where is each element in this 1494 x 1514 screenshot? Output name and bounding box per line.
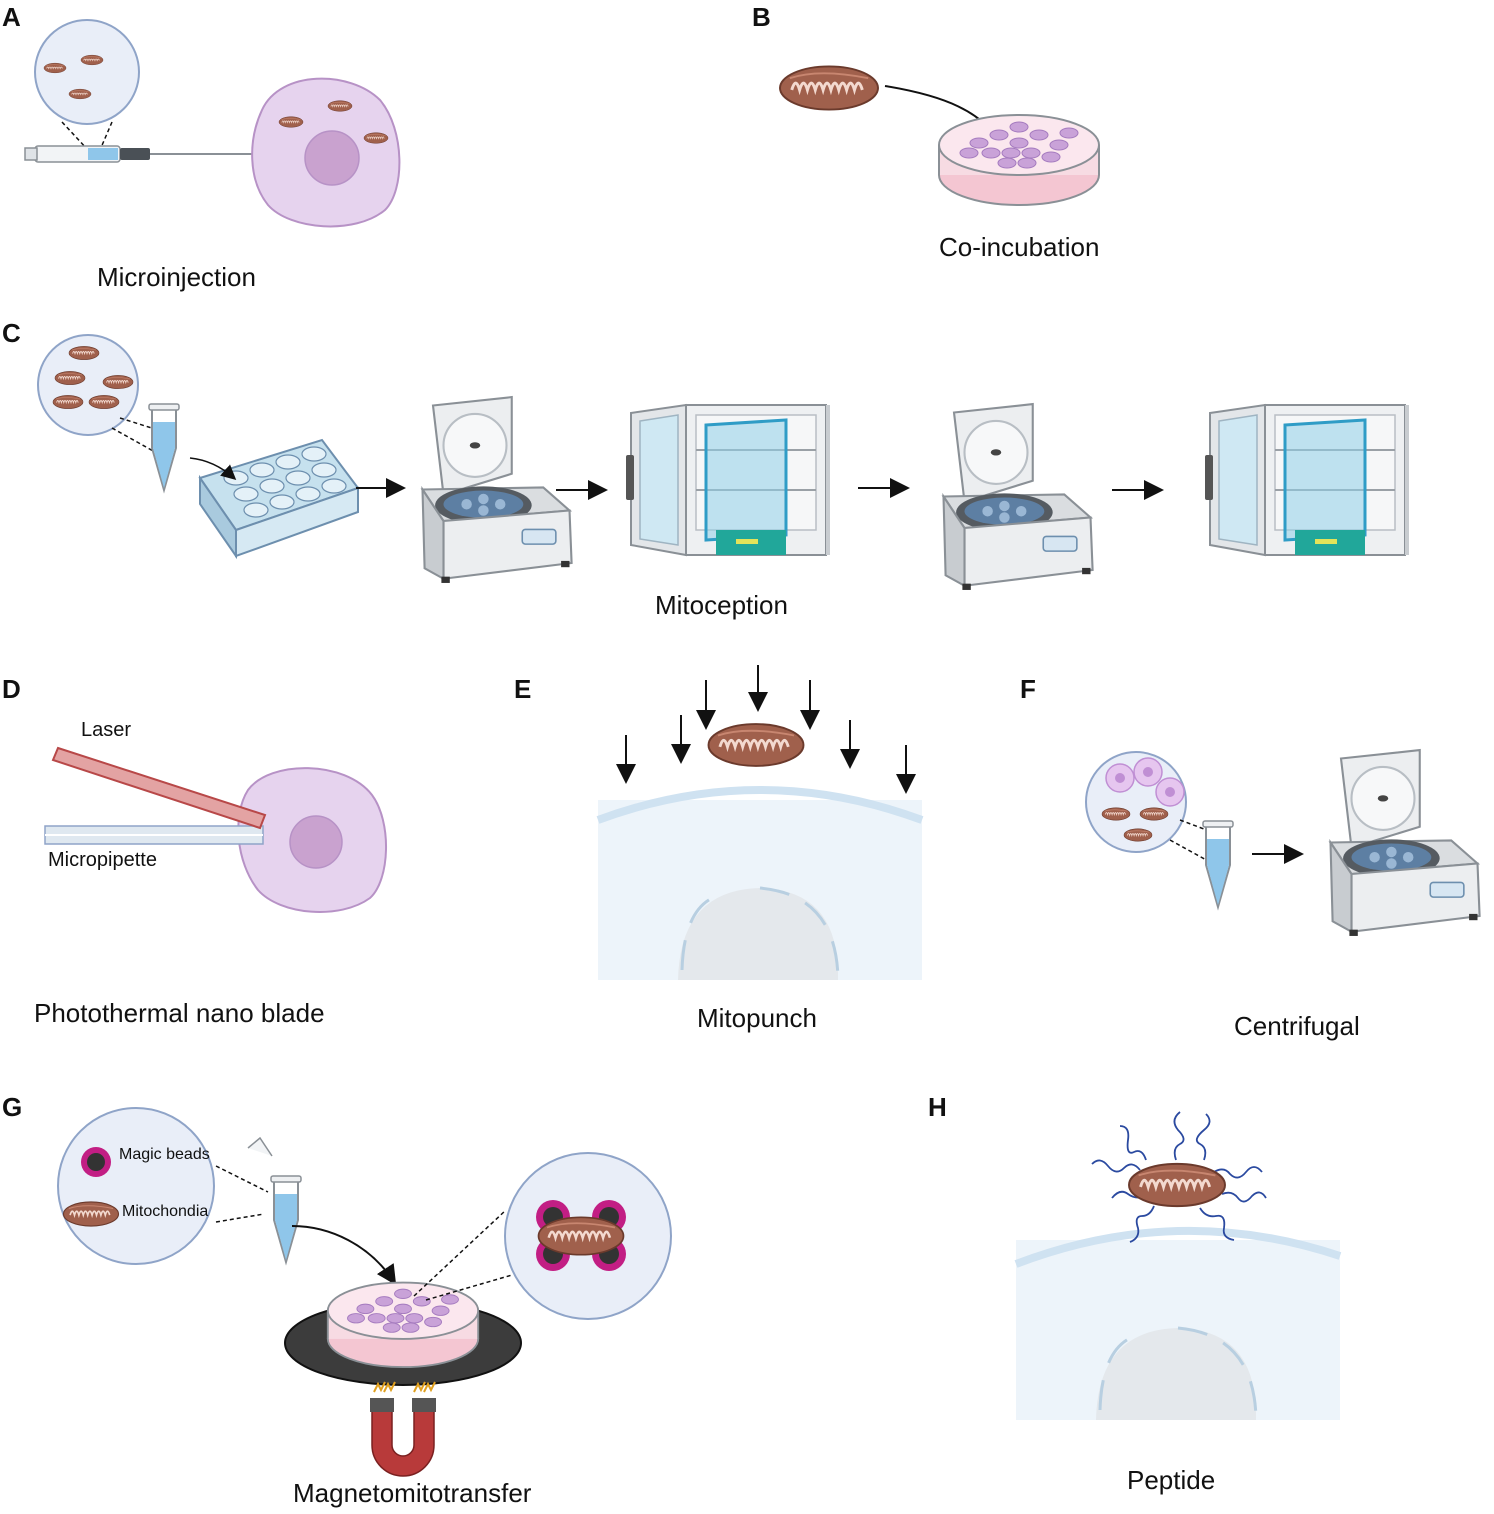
panel-f-art [1085, 749, 1481, 938]
panel-b-letter: B [752, 2, 771, 32]
laser-label: Laser [81, 719, 132, 741]
panel-f-title: Centrifugal [1234, 1011, 1360, 1041]
panel-g-letter: G [2, 1092, 23, 1122]
magic-beads-label: Magic beads [119, 1146, 210, 1163]
panel-d-letter: D [2, 674, 21, 704]
panel-g-art [57, 1107, 672, 1477]
panel-c-letter: C [2, 318, 21, 348]
panel-c-title: Mitoception [655, 590, 788, 620]
panel-g-title: Magnetomitotransfer [293, 1478, 532, 1508]
panel-b-art [778, 64, 1100, 206]
panel-a-title: Microinjection [97, 262, 256, 292]
panel-a-art [24, 19, 401, 228]
panel-c-art [37, 334, 1411, 592]
micropipette-label: Micropipette [48, 849, 157, 871]
panel-h-art [1014, 1111, 1342, 1420]
panel-d-title: Photothermal nano blade [34, 998, 325, 1028]
panel-f-letter: F [1020, 674, 1036, 704]
mitochondia-label: Mitochondia [122, 1203, 209, 1220]
panel-h-title: Peptide [1127, 1465, 1216, 1495]
panel-h-letter: H [928, 1092, 947, 1122]
panel-e-title: Mitopunch [697, 1003, 817, 1033]
panel-a-letter: A [2, 2, 21, 32]
panel-e-letter: E [514, 674, 532, 704]
panel-d-art [44, 746, 388, 913]
panel-b-title: Co-incubation [939, 232, 1100, 262]
panel-e-art [596, 665, 924, 980]
